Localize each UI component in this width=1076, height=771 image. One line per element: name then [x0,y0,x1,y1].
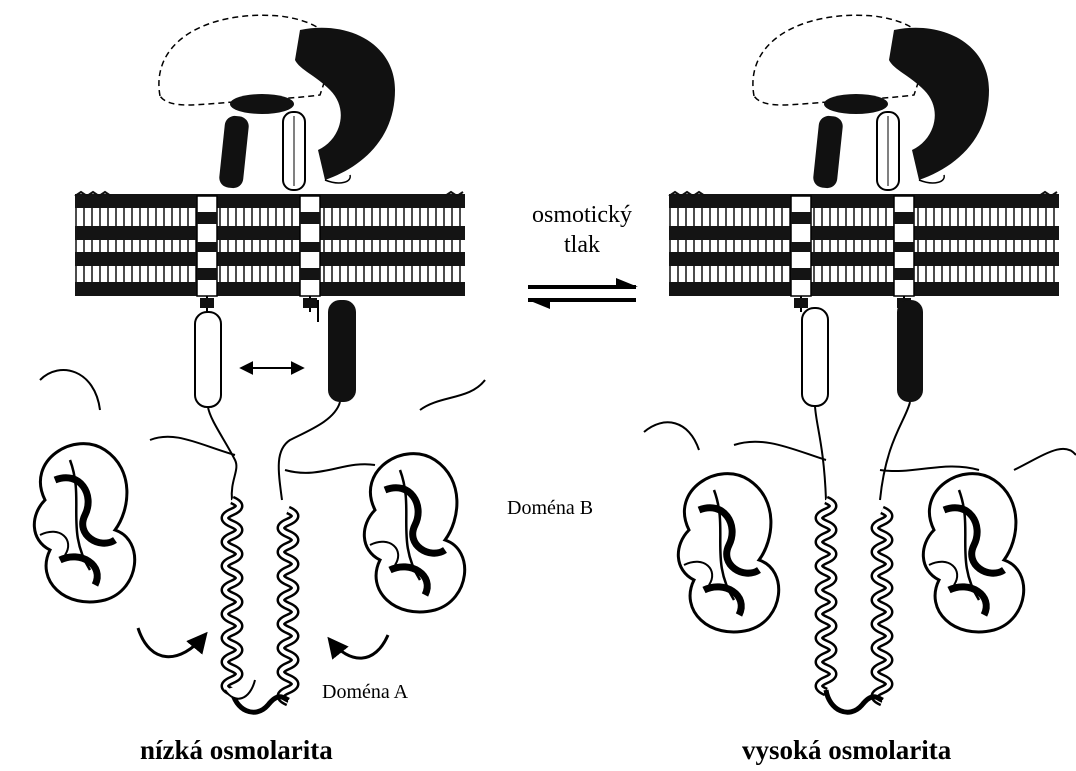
light-cylinder [802,308,828,406]
right-state-label: vysoká osmolarita [742,735,951,766]
dark-cylinder [328,300,356,402]
left-state-label: nízká osmolarita [140,735,333,766]
low-osmolarity-panel [34,15,485,712]
periplasmic-sensor-domain [159,15,395,190]
cell-membrane [75,192,465,296]
high-osmolarity-panel [644,15,1076,712]
domain-b-label: Doména B [507,497,593,520]
equilibrium-arrows [528,278,638,309]
osmotic-pressure-label: osmotický tlak [516,200,648,260]
dark-cylinder [897,300,923,402]
cell-membrane [669,192,1059,296]
pressure-line-2: tlak [516,230,648,260]
periplasmic-sensor-domain [753,15,989,190]
pressure-line-1: osmotický [516,200,648,230]
domain-a-label: Doména A [322,681,408,704]
light-cylinder [195,312,221,407]
